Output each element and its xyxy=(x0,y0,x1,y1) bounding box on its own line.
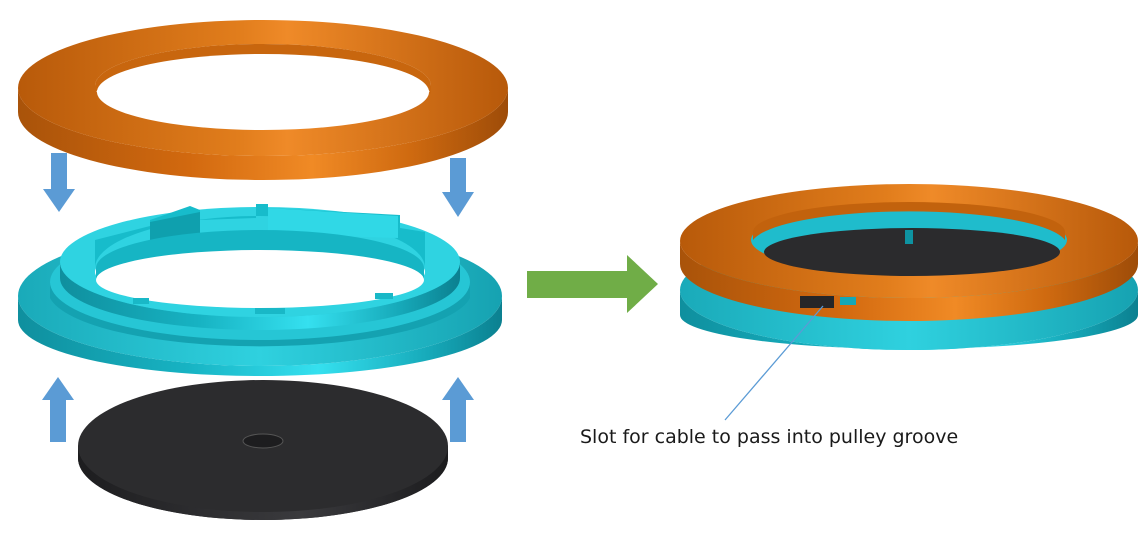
assemble-arrow xyxy=(527,255,658,313)
slot-callout: Slot for cable to pass into pulley groov… xyxy=(580,305,958,448)
down-arrow-left xyxy=(43,153,75,212)
black-disc-exploded xyxy=(78,380,448,520)
assembled-pulley xyxy=(680,184,1138,350)
down-arrow-right xyxy=(442,158,474,217)
up-arrow-left xyxy=(42,377,74,442)
teal-ring-exploded xyxy=(18,204,502,376)
up-arrow-right xyxy=(442,377,474,442)
callout-label: Slot for cable to pass into pulley groov… xyxy=(580,426,958,448)
orange-ring-exploded xyxy=(18,20,508,180)
callout-leader-line xyxy=(724,305,824,421)
